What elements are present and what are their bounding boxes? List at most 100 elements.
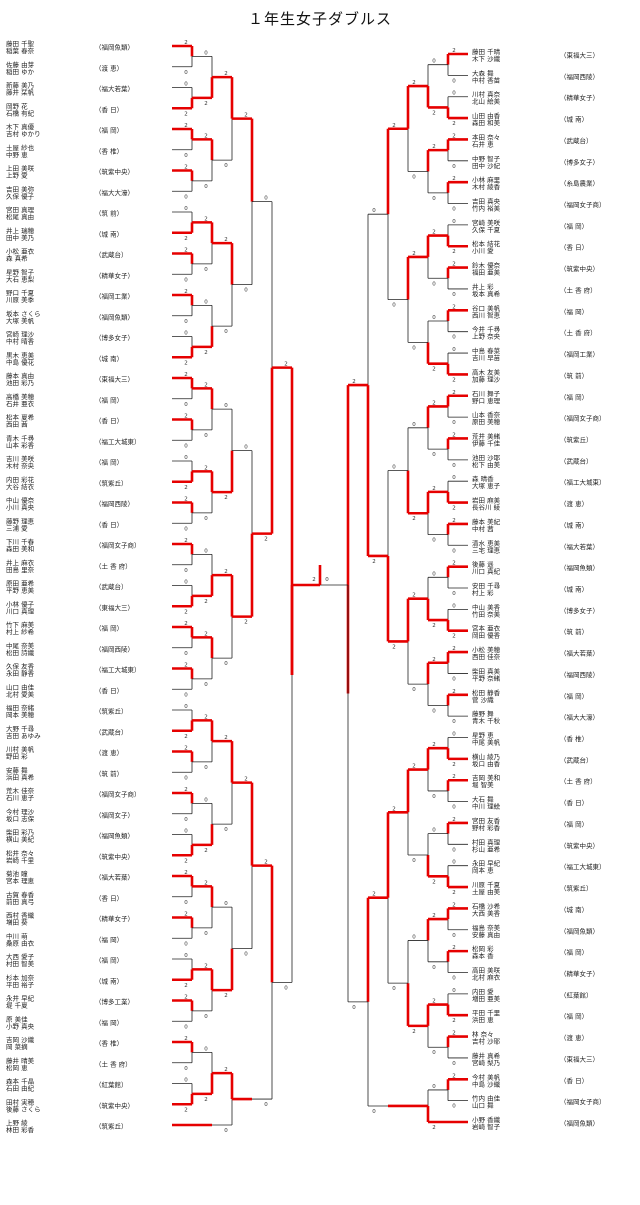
- match-score: 2: [204, 382, 208, 388]
- player-name: 村上 紗希: [6, 627, 35, 636]
- match-score: 2: [412, 516, 416, 522]
- school-name: （城 南）: [560, 905, 588, 914]
- match-score: 2: [184, 663, 188, 669]
- player-name: 後藤 さくら: [6, 1104, 41, 1113]
- player-name: 長谷川 綾: [472, 503, 501, 512]
- match-score: 2: [432, 913, 436, 919]
- match-score: 0: [372, 1109, 376, 1115]
- player-name: 中山 美香: [472, 602, 501, 611]
- player-name: 荒井 美緒: [472, 431, 501, 440]
- player-name: 堤 千夏: [6, 1001, 28, 1010]
- match-score: 2: [452, 249, 456, 255]
- match-score: 2: [432, 657, 436, 663]
- match-score: 2: [204, 631, 208, 637]
- match-score: 0: [184, 277, 188, 283]
- school-name: （渡 恵）: [95, 748, 123, 757]
- player-name: 松本 夏希: [6, 413, 35, 422]
- school-name: （土 香 府）: [560, 777, 597, 786]
- player-name: 岡田 優香: [472, 631, 501, 640]
- player-name: 星野 智子: [6, 267, 35, 276]
- match-score: 0: [452, 591, 456, 597]
- match-score: 0: [452, 847, 456, 853]
- player-name: 本田 奈々: [472, 132, 500, 141]
- match-score: 0: [244, 288, 248, 294]
- player-name: 永井 早紀: [6, 994, 35, 1003]
- player-name: 杉山 亜希: [472, 844, 501, 853]
- school-name: （精華女子）: [560, 93, 599, 102]
- school-name: （筑紫丘）: [560, 435, 593, 444]
- school-name: （福岡西陵）: [560, 72, 599, 81]
- player-name: 安田 千尋: [472, 581, 501, 590]
- player-name: 宮本 理恵: [6, 876, 35, 885]
- player-name: 吉村 沙耶: [472, 1037, 501, 1046]
- match-score: 2: [432, 110, 436, 116]
- school-name: （博多工業）: [95, 997, 134, 1006]
- player-name: 藤井 真希: [472, 1051, 501, 1060]
- school-name: （福岡西陵）: [95, 644, 134, 653]
- player-name: 森田 美和: [6, 544, 34, 553]
- match-score: 2: [204, 599, 208, 605]
- player-name: 荒木 佳奈: [6, 786, 35, 795]
- school-name: （福岡魚類）: [560, 1119, 599, 1128]
- player-name: 大森 舞: [472, 68, 494, 77]
- school-name: （東福大三）: [560, 51, 599, 60]
- school-name: （東福大三）: [95, 375, 134, 384]
- player-name: 中島 優花: [6, 357, 35, 366]
- match-score: 0: [184, 153, 188, 159]
- player-name: 竹田 奈美: [472, 609, 501, 618]
- final-score-right: 0: [325, 577, 329, 583]
- match-score: 0: [432, 315, 436, 321]
- match-score: 0: [184, 194, 188, 200]
- match-score: 2: [184, 1036, 188, 1042]
- player-name: 高田 美咲: [472, 965, 501, 974]
- school-name: （土 香 府）: [95, 561, 132, 570]
- match-score: 2: [184, 870, 188, 876]
- match-score: 2: [224, 735, 228, 741]
- school-name: （福岡女子商）: [560, 200, 606, 209]
- match-score: 0: [452, 463, 456, 469]
- player-name: 菊池 瞳: [6, 869, 28, 878]
- player-name: 西田 茜: [6, 420, 28, 429]
- player-name: 竹内 裕美: [472, 204, 501, 213]
- school-name: （武蔵台）: [95, 250, 128, 259]
- player-name: 清水 恵美: [472, 538, 501, 547]
- match-score: 2: [184, 236, 188, 242]
- school-name: （福大若葉）: [560, 542, 599, 551]
- school-name: （土 香 府）: [560, 328, 597, 337]
- player-name: 原 美佳: [6, 1014, 28, 1023]
- player-name: 伊藤 千佳: [472, 438, 501, 447]
- match-score: 0: [224, 1128, 228, 1134]
- match-score: 0: [432, 1050, 436, 1056]
- player-name: 大石 舞: [472, 795, 494, 804]
- school-name: （福 岡）: [95, 624, 123, 633]
- match-score: 0: [184, 568, 188, 574]
- school-name: （福岡女子商）: [560, 414, 606, 423]
- match-score: 2: [204, 1097, 208, 1103]
- school-name: （筑紫中央）: [95, 1101, 134, 1110]
- match-score: 2: [184, 912, 188, 918]
- player-name: 坂本 さくら: [6, 309, 41, 318]
- match-score: 2: [184, 123, 188, 129]
- school-name: （筑紫中央）: [560, 841, 599, 850]
- player-name: 福島 奈美: [472, 923, 501, 932]
- school-name: （城 南）: [95, 976, 123, 985]
- player-name: 大谷 結衣: [6, 482, 35, 491]
- player-name: 増田 亜美: [472, 994, 501, 1003]
- match-score: 0: [184, 775, 188, 781]
- player-name: 北村 愛美: [6, 689, 35, 698]
- player-name: 松井 奈々: [6, 848, 34, 857]
- player-name: 高橋 美穂: [6, 392, 35, 401]
- match-score: 2: [352, 379, 356, 385]
- match-score: 2: [412, 80, 416, 86]
- match-score: 2: [452, 506, 456, 512]
- player-name: 青木 千秋: [472, 716, 501, 725]
- player-name: 後藤 遥: [472, 560, 494, 569]
- match-score: 2: [432, 623, 436, 629]
- player-name: 平田 千里: [472, 1008, 501, 1017]
- match-score: 2: [452, 762, 456, 768]
- match-score: 0: [184, 70, 188, 76]
- school-name: （紅葉館）: [560, 990, 593, 999]
- match-score: 0: [184, 651, 188, 657]
- match-score: 2: [184, 609, 188, 615]
- match-score: 2: [452, 945, 456, 951]
